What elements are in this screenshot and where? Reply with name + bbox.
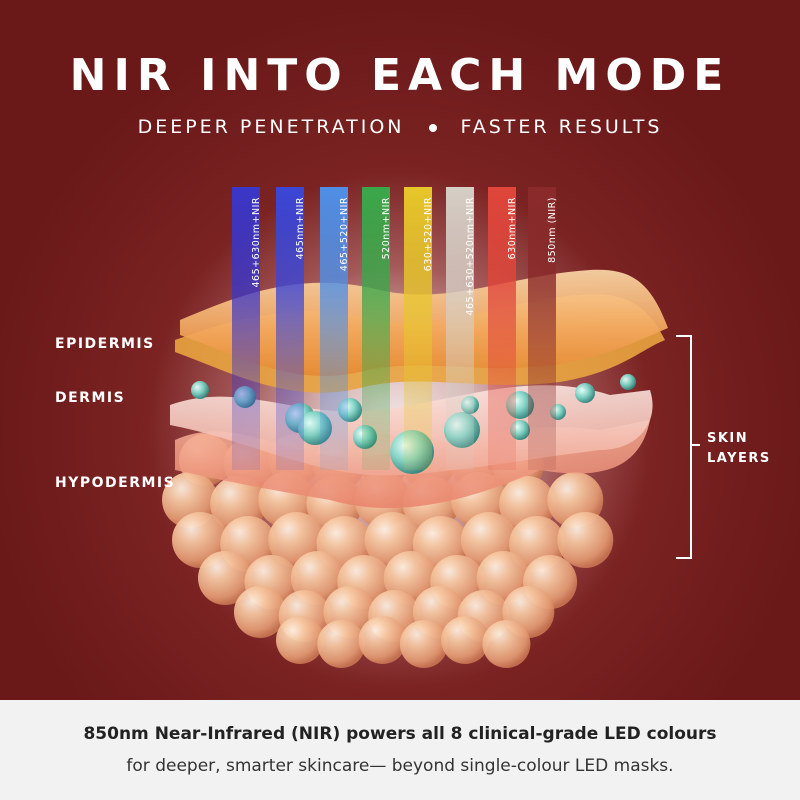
fat-cell (317, 620, 366, 668)
skin-layers-bracket (676, 335, 692, 559)
label-hypodermis: HYPODERMIS (55, 475, 176, 491)
bracket-tick (690, 444, 700, 446)
fat-cell (482, 620, 531, 668)
droplet (191, 381, 209, 399)
beam-label: 850nm (NIR) (547, 197, 558, 263)
footer-subline: for deeper, smarter skincare— beyond sin… (126, 756, 674, 776)
droplet (575, 383, 595, 403)
beam-1: 465+630nm+NIR (232, 187, 262, 470)
fat-cell (557, 512, 614, 568)
page-title: NIR INTO EACH MODE (69, 50, 731, 101)
bullet-dot (428, 123, 437, 132)
fat-cell (358, 616, 407, 664)
beam-label-wrap: 630+520+NIR (404, 187, 434, 470)
beam-label: 465nm+NIR (295, 197, 306, 260)
beam-6: 465+630+520nm+NIR (446, 187, 476, 470)
fat-cell (234, 586, 286, 638)
skin-layers-label: SKIN LAYERS (707, 429, 771, 469)
beam-label-wrap: 465+630+520nm+NIR (446, 187, 476, 470)
subtitle-left: DEEPER PENETRATION (137, 116, 405, 138)
beam-label-wrap: 630nm+NIR (488, 187, 518, 470)
subtitle: DEEPER PENETRATION FASTER RESULTS (0, 116, 800, 138)
beam-4: 520nm+NIR (362, 187, 392, 470)
skin-layers-line2: LAYERS (707, 451, 771, 466)
beam-label-wrap: 850nm (NIR) (528, 187, 558, 470)
label-epidermis: EPIDERMIS (55, 336, 155, 352)
beam-label: 465+630+520nm+NIR (465, 197, 476, 316)
label-dermis: DERMIS (55, 390, 126, 406)
beam-8: 850nm (NIR) (528, 187, 558, 470)
beam-label: 630nm+NIR (507, 197, 518, 260)
beam-label: 520nm+NIR (381, 197, 392, 260)
beam-label: 465+630nm+NIR (251, 197, 262, 288)
beam-label-wrap: 520nm+NIR (362, 187, 392, 470)
beam-7: 630nm+NIR (488, 187, 518, 470)
subtitle-right: FASTER RESULTS (460, 116, 663, 138)
skin-layers-line1: SKIN (707, 431, 749, 446)
beam-label: 465+520+NIR (339, 197, 350, 272)
fat-cell (198, 551, 252, 605)
beam-label-wrap: 465nm+NIR (276, 187, 306, 470)
beam-5: 630+520+NIR (404, 187, 434, 470)
footer: 850nm Near-Infrared (NIR) powers all 8 c… (0, 700, 800, 800)
fat-cell (399, 620, 448, 668)
beam-3: 465+520+NIR (320, 187, 350, 470)
beam-label-wrap: 465+520+NIR (320, 187, 350, 470)
droplet (620, 374, 636, 390)
fat-cell (441, 616, 490, 664)
beam-label-wrap: 465+630nm+NIR (232, 187, 262, 470)
footer-headline: 850nm Near-Infrared (NIR) powers all 8 c… (83, 724, 717, 744)
fat-cell (276, 616, 324, 664)
beam-label: 630+520+NIR (423, 197, 434, 272)
beam-2: 465nm+NIR (276, 187, 306, 470)
